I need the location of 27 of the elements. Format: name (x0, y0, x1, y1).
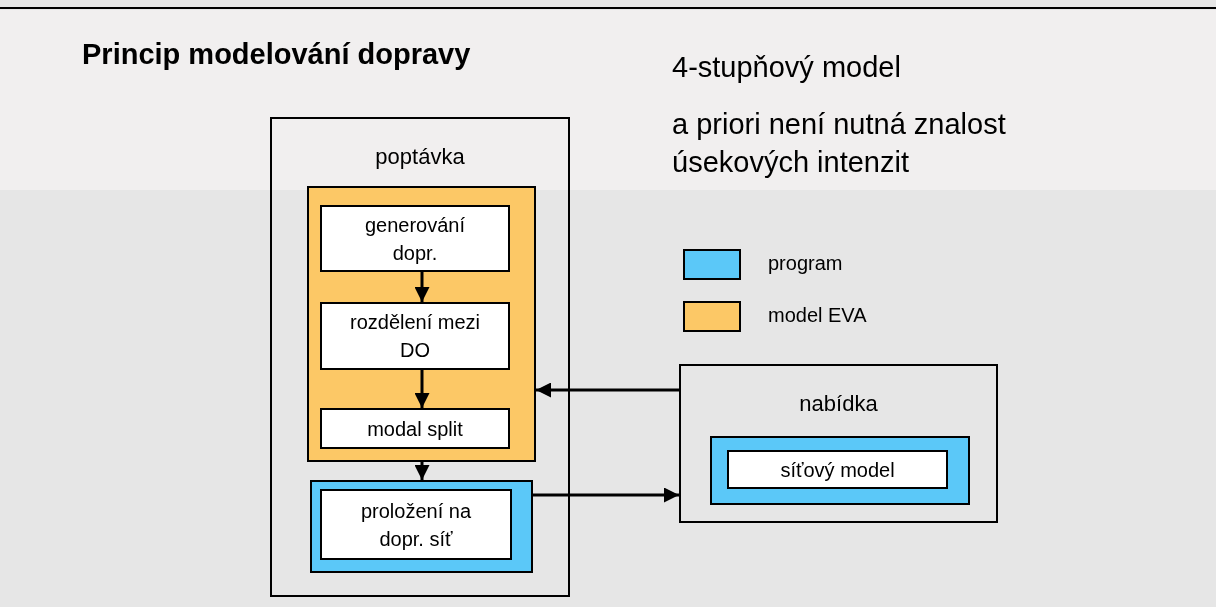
group-heading: nabídka (798, 390, 879, 418)
note-text: 4-stupňový model (672, 50, 902, 85)
arrow (533, 487, 679, 503)
box-label: modal split (366, 416, 464, 442)
box-label: síťový model (779, 457, 896, 483)
group-heading: poptávka (374, 143, 466, 171)
process-box (727, 450, 948, 489)
arrow (414, 272, 430, 302)
box-label: generování dopr. (363, 212, 467, 266)
process-box (320, 489, 512, 560)
box-label: proložení na dopr. síť (359, 498, 473, 552)
box (710, 436, 970, 505)
group-box (679, 364, 998, 523)
box-label: rozdělení mezi DO (348, 310, 482, 363)
legend-label: program (768, 252, 843, 275)
legend-label: model EVA (768, 304, 867, 327)
process-box (320, 408, 510, 449)
box (310, 480, 533, 573)
box (307, 186, 536, 462)
title: Princip modelování dopravy (82, 38, 471, 71)
arrow (414, 462, 430, 480)
process-box (320, 205, 510, 272)
group-box (270, 117, 570, 597)
arrow (536, 382, 679, 398)
note-text: a priori není nutná znalost úsekových intenzit (672, 107, 1007, 180)
process-box (320, 302, 510, 370)
arrow (414, 370, 430, 408)
